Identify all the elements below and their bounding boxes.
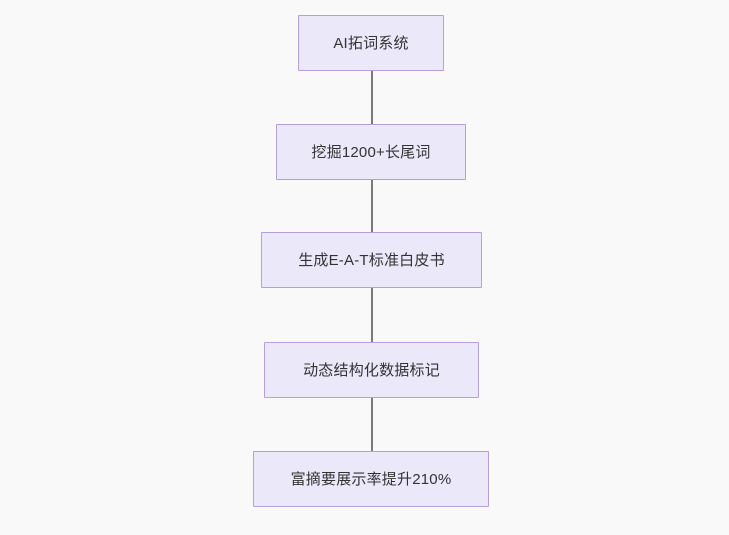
flow-node-label: 生成E-A-T标准白皮书 xyxy=(298,251,445,269)
edge-line xyxy=(371,288,373,350)
flow-node-label: 富摘要展示率提升210% xyxy=(290,470,452,488)
flow-node-rich-snippet-rate-increase[interactable]: 富摘要展示率提升210% xyxy=(253,451,489,507)
flow-edge-n3-n4 xyxy=(367,288,377,351)
flow-node-mine-longtail-keywords[interactable]: 挖掘1200+长尾词 xyxy=(276,124,466,180)
flow-node-label: 动态结构化数据标记 xyxy=(303,361,440,379)
flow-node-label: AI拓词系统 xyxy=(333,34,409,52)
edge-line xyxy=(371,71,373,132)
edge-line xyxy=(371,180,373,240)
flow-edge-n1-n2 xyxy=(367,71,377,133)
flow-node-ai-keyword-system[interactable]: AI拓词系统 xyxy=(298,15,444,71)
flow-edge-n2-n3 xyxy=(367,180,377,241)
flow-node-generate-eat-whitepaper[interactable]: 生成E-A-T标准白皮书 xyxy=(261,232,482,288)
flow-node-dynamic-structured-data-markup[interactable]: 动态结构化数据标记 xyxy=(264,342,479,398)
flow-edge-n4-n5 xyxy=(367,398,377,460)
flow-node-label: 挖掘1200+长尾词 xyxy=(311,143,431,161)
edge-line xyxy=(371,398,373,459)
